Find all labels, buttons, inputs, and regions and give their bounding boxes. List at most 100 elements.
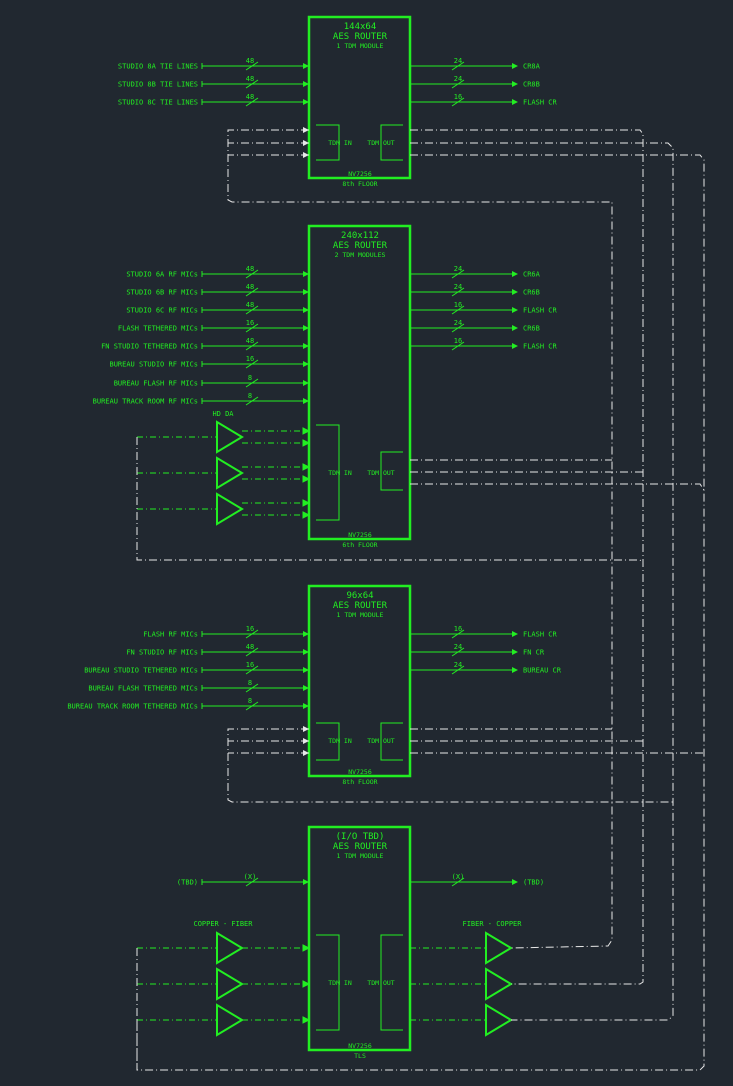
- router-3-title1: 96x64: [346, 591, 373, 601]
- output-label: BUREAU CR: [523, 667, 562, 675]
- hd-da-1-icon: [216, 420, 244, 454]
- copper-fiber-label: COPPER - FIBER: [193, 920, 253, 928]
- router-2-input-8: BUREAU TRACK ROOM RF MICs 8: [93, 392, 309, 406]
- hd-da-label: HD DA: [212, 410, 234, 418]
- output-label: CR8A: [523, 63, 541, 71]
- output-label: (TBD): [523, 879, 544, 887]
- output-label: CR6B: [523, 325, 540, 333]
- router-1-input-3: STUDIO 8C TIE LINES 48: [118, 93, 309, 107]
- copper-fiber-1-icon: [216, 931, 244, 965]
- router-2-subtitle: 2 TDM MODULES: [335, 251, 386, 259]
- router-4-subtitle: 1 TDM MODULE: [337, 852, 384, 860]
- router-3-box: [307, 584, 412, 778]
- router-1: [307, 15, 412, 180]
- copper-fiber-3-icon: [216, 1003, 244, 1037]
- fiber-copper-3-icon: [485, 1003, 513, 1037]
- fiber-copper-label: FIBER - COPPER: [462, 920, 522, 928]
- output-count: 16: [454, 301, 462, 309]
- router-3-subtitle: 1 TDM MODULE: [337, 611, 384, 619]
- router-4: [307, 825, 412, 1052]
- output-label: FLASH CR: [523, 343, 558, 351]
- input-label: STUDIO 8C TIE LINES: [118, 99, 198, 107]
- router-3: [307, 584, 412, 778]
- router-3-output-2: FN CR 24: [410, 643, 545, 657]
- router-3-tdm-out: TDM OUT: [367, 737, 394, 745]
- input-label: (TBD): [177, 879, 198, 887]
- input-label: FN STUDIO TETHERED MICs: [101, 343, 198, 351]
- input-count: 16: [246, 661, 254, 669]
- router-4-tdm-out: TDM OUT: [367, 979, 394, 987]
- fiber-copper-2-icon: [485, 967, 513, 1001]
- output-count: 24: [454, 643, 462, 651]
- router-3-model: NV7256: [348, 768, 372, 776]
- input-count: (X): [244, 873, 257, 881]
- router-2-tdm-out: TDM OUT: [367, 469, 394, 477]
- input-label: STUDIO 6C RF MICs: [126, 307, 198, 315]
- copper-fiber-2-icon: [216, 967, 244, 1001]
- router-1-tdm-out: TDM OUT: [367, 139, 394, 147]
- router-1-model: NV7256: [348, 170, 372, 178]
- router-4-input-1: (TBD) (X): [177, 873, 309, 887]
- input-label: BUREAU STUDIO TETHERED MICs: [84, 667, 198, 675]
- input-label: FLASH TETHERED MICs: [118, 325, 198, 333]
- input-count: 48: [246, 643, 254, 651]
- hd-da-2-icon: [216, 456, 244, 490]
- router-4-title1: (I/O TBD): [336, 832, 385, 842]
- input-label: BUREAU TRACK ROOM TETHERED MICs: [67, 703, 198, 711]
- router-2-title1: 240x112: [341, 231, 379, 241]
- fiber-copper-1-icon: [485, 931, 513, 965]
- input-label: BUREAU FLASH RF MICs: [114, 380, 198, 388]
- input-label: STUDIO 6A RF MICs: [126, 271, 198, 279]
- tdm-interconnect: [136, 129, 705, 1071]
- arrowheads-da: [302, 427, 311, 1024]
- input-count: 16: [246, 625, 254, 633]
- output-count: 24: [454, 265, 462, 273]
- input-count: 8: [248, 679, 252, 687]
- input-label: STUDIO 6B RF MICs: [126, 289, 198, 297]
- router-2-floor: 6th FLOOR: [342, 541, 377, 549]
- input-label: STUDIO 8A TIE LINES: [118, 63, 198, 71]
- output-count: 16: [454, 93, 462, 101]
- output-label: CR6A: [523, 271, 541, 279]
- router-4-floor: TLS: [354, 1052, 366, 1060]
- arrowheads-tdm: [303, 127, 309, 756]
- output-count: (X): [452, 873, 465, 881]
- input-label: FN STUDIO RF MICs: [126, 649, 198, 657]
- input-count: 8: [248, 374, 252, 382]
- input-label: STUDIO 8B TIE LINES: [118, 81, 198, 89]
- input-label: FLASH RF MICs: [143, 631, 198, 639]
- input-label: BUREAU TRACK ROOM RF MICs: [93, 398, 198, 406]
- input-count: 48: [246, 93, 254, 101]
- router-4-title2: AES ROUTER: [333, 842, 388, 852]
- io-lines: STUDIO 8A TIE LINES 48 STUDIO 8B TIE LINES…: [67, 57, 561, 887]
- router-3-title2: AES ROUTER: [333, 601, 388, 611]
- input-count: 8: [248, 392, 252, 400]
- router-1-title2: AES ROUTER: [333, 32, 388, 42]
- router-2-box: [307, 224, 412, 541]
- output-label: FLASH CR: [523, 631, 558, 639]
- router-2-input-1: STUDIO 6A RF MICs 48: [126, 265, 309, 279]
- output-count: 24: [454, 283, 462, 291]
- router-4-output-1: (TBD) (X): [410, 873, 544, 887]
- router-3-input-1: FLASH RF MICs 16: [143, 625, 309, 639]
- input-count: 48: [246, 265, 254, 273]
- router-3-output-1: FLASH CR 16: [410, 625, 558, 639]
- router-1-subtitle: 1 TDM MODULE: [337, 42, 384, 50]
- output-label: FN CR: [523, 649, 545, 657]
- output-count: 24: [454, 75, 462, 83]
- output-count: 16: [454, 625, 462, 633]
- router-2-tdm-in: TDM IN: [328, 469, 352, 477]
- input-count: 16: [246, 355, 254, 363]
